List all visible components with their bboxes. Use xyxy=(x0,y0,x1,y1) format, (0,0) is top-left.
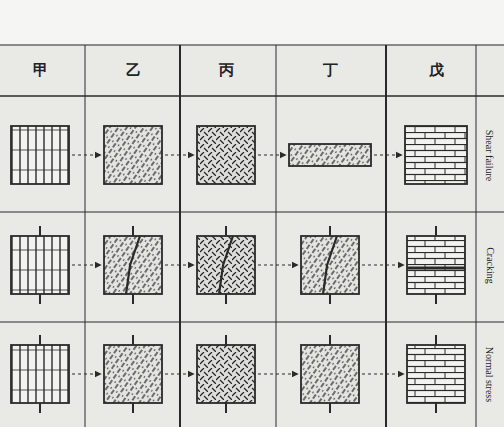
specimen-block xyxy=(104,236,162,294)
load-bar xyxy=(225,335,227,345)
sequence-arrow xyxy=(72,373,101,374)
specimen-row xyxy=(11,126,467,184)
column-heading: 丙 xyxy=(219,61,234,80)
specimen-block xyxy=(405,126,467,184)
load-bar xyxy=(329,403,331,413)
load-bar xyxy=(435,335,437,345)
column-heading: 丁 xyxy=(323,61,338,80)
load-bar xyxy=(329,226,331,236)
sequence-arrow xyxy=(258,264,298,265)
sequence-arrow xyxy=(165,264,194,265)
crack-line xyxy=(323,236,337,294)
specimen-block xyxy=(11,345,69,403)
specimen-block xyxy=(104,126,162,184)
load-bar xyxy=(435,403,437,413)
sequence-arrow xyxy=(72,154,101,155)
load-bar xyxy=(39,335,41,345)
crack-line xyxy=(407,266,465,269)
load-bar xyxy=(39,226,41,236)
specimen-block xyxy=(11,236,69,294)
specimen-block xyxy=(289,144,371,166)
row-label: Shear failure xyxy=(485,129,496,180)
paper-margin xyxy=(0,0,504,44)
specimen-block xyxy=(407,345,465,403)
specimen-block xyxy=(197,236,255,294)
specimen-block xyxy=(11,126,69,184)
crack-line xyxy=(219,236,233,294)
specimen-block xyxy=(197,126,255,184)
specimen-block xyxy=(197,345,255,403)
load-bar xyxy=(329,335,331,345)
specimen-block xyxy=(407,236,465,294)
specimen-row xyxy=(11,335,465,413)
load-bar xyxy=(225,294,227,304)
sequence-arrow xyxy=(362,264,404,265)
load-bar xyxy=(225,226,227,236)
specimen-block xyxy=(301,236,359,294)
sequence-arrow xyxy=(165,373,194,374)
load-bar xyxy=(329,294,331,304)
specimen-row xyxy=(11,226,465,304)
column-heading: 乙 xyxy=(126,61,141,80)
load-bar xyxy=(39,403,41,413)
column-heading: 戊 xyxy=(429,61,444,80)
sequence-arrow xyxy=(374,154,402,155)
load-bar xyxy=(39,294,41,304)
row-label: Normal stress xyxy=(485,346,496,401)
specimen-block xyxy=(301,345,359,403)
sequence-arrow xyxy=(258,154,286,155)
column-heading: 甲 xyxy=(33,61,48,80)
crack-line xyxy=(126,236,140,294)
load-bar xyxy=(225,403,227,413)
load-bar xyxy=(132,335,134,345)
sequence-arrow xyxy=(72,264,101,265)
load-bar xyxy=(132,226,134,236)
specimen-block xyxy=(104,345,162,403)
load-bar xyxy=(435,294,437,304)
sequence-arrow xyxy=(362,373,404,374)
table-rules xyxy=(0,45,504,427)
sequence-arrow xyxy=(165,154,194,155)
load-bar xyxy=(132,294,134,304)
row-label: Cracking xyxy=(485,247,496,284)
load-bar xyxy=(132,403,134,413)
load-bar xyxy=(435,226,437,236)
sequence-arrow xyxy=(258,373,298,374)
